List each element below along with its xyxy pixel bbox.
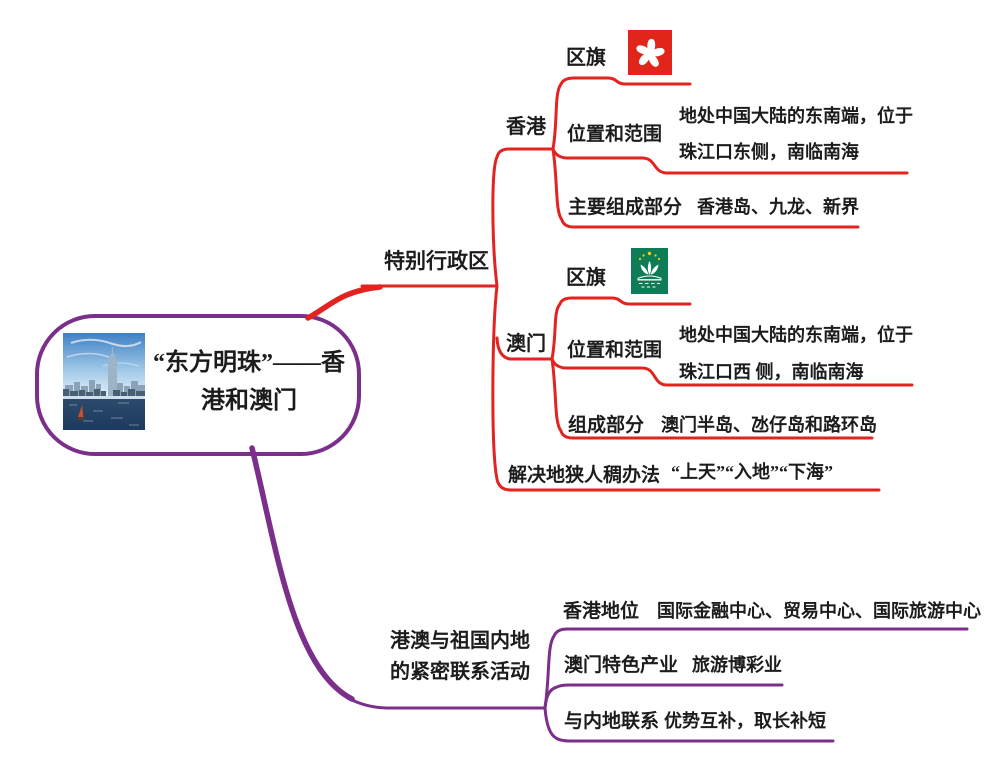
topic-hk-components-label[interactable]: 主要组成部分	[568, 197, 683, 218]
topic-macau[interactable]: 澳门	[506, 333, 546, 355]
line-mainland-ties	[543, 706, 835, 743]
central-topic[interactable]: “东方明珠”——香港和澳门	[35, 314, 361, 456]
topic-solutions-label[interactable]: 解决地狭人稠办法	[508, 465, 661, 486]
topic-hk-components-value[interactable]: 香港岛、九龙、新界	[697, 197, 859, 217]
topic-mo-components-label[interactable]: 组成部分	[568, 415, 645, 436]
line-mo-location	[550, 357, 914, 387]
branch-line-links-main	[249, 445, 355, 702]
topic-hk-location-label[interactable]: 位置和范围	[567, 124, 663, 145]
topic-mo-industry-label[interactable]: 澳门特色产业	[564, 655, 679, 676]
hong-kong-skyline-photo	[63, 333, 145, 430]
topic-mo-flag-label[interactable]: 区旗	[566, 267, 606, 289]
topic-mainland-ties-value[interactable]: 优势互补，取长补短	[664, 711, 826, 731]
line-mo-industry	[543, 683, 784, 710]
central-topic-label: “东方明珠”——香港和澳门	[153, 350, 345, 414]
topic-ties-branch[interactable]: 港澳与祖国内地的紧密联系活动	[390, 630, 530, 683]
line-mo-flag	[550, 296, 692, 361]
line-hk-status	[543, 627, 969, 710]
line-trunk-up-to-hongkong	[491, 147, 555, 288]
branch-underline-links	[343, 694, 547, 710]
topic-mainland-ties-label[interactable]: 与内地联系	[564, 711, 660, 732]
topic-hk-status-value[interactable]: 国际金融中心、贸易中心、国际旅游中心	[657, 601, 981, 621]
macau-flag[interactable]	[631, 248, 668, 294]
topic-solutions-value[interactable]: “上天”“入地”“下海”	[671, 462, 833, 482]
line-hk-components	[551, 147, 860, 229]
topic-mo-location-label[interactable]: 位置和范围	[567, 340, 663, 361]
topic-sar[interactable]: 特别行政区	[384, 249, 489, 273]
line-trunk-down-to-solutions	[491, 284, 881, 492]
line-hk-flag	[551, 76, 692, 151]
line-hk-location	[551, 147, 909, 175]
topic-hk-flag-label[interactable]: 区旗	[566, 47, 606, 69]
topic-mo-components-value[interactable]: 澳门半岛、氹仔岛和路环岛	[661, 415, 877, 435]
topic-hk-status-label[interactable]: 香港地位	[563, 601, 640, 622]
line-mo-components	[550, 357, 874, 440]
branch-line-sar-main	[305, 284, 383, 321]
topic-mo-industry-value[interactable]: 旅游博彩业	[692, 655, 782, 675]
topic-hongkong[interactable]: 香港	[506, 116, 546, 138]
hong-kong-flag[interactable]	[628, 30, 672, 75]
topic-hk-location-value[interactable]: 地处中国大陆的东南端，位于珠江口东侧，南临南海	[679, 106, 913, 162]
line-branch-to-macau	[495, 336, 554, 361]
topic-mo-location-value[interactable]: 地处中国大陆的东南端，位于珠江口西 侧，南临南海	[679, 325, 913, 382]
